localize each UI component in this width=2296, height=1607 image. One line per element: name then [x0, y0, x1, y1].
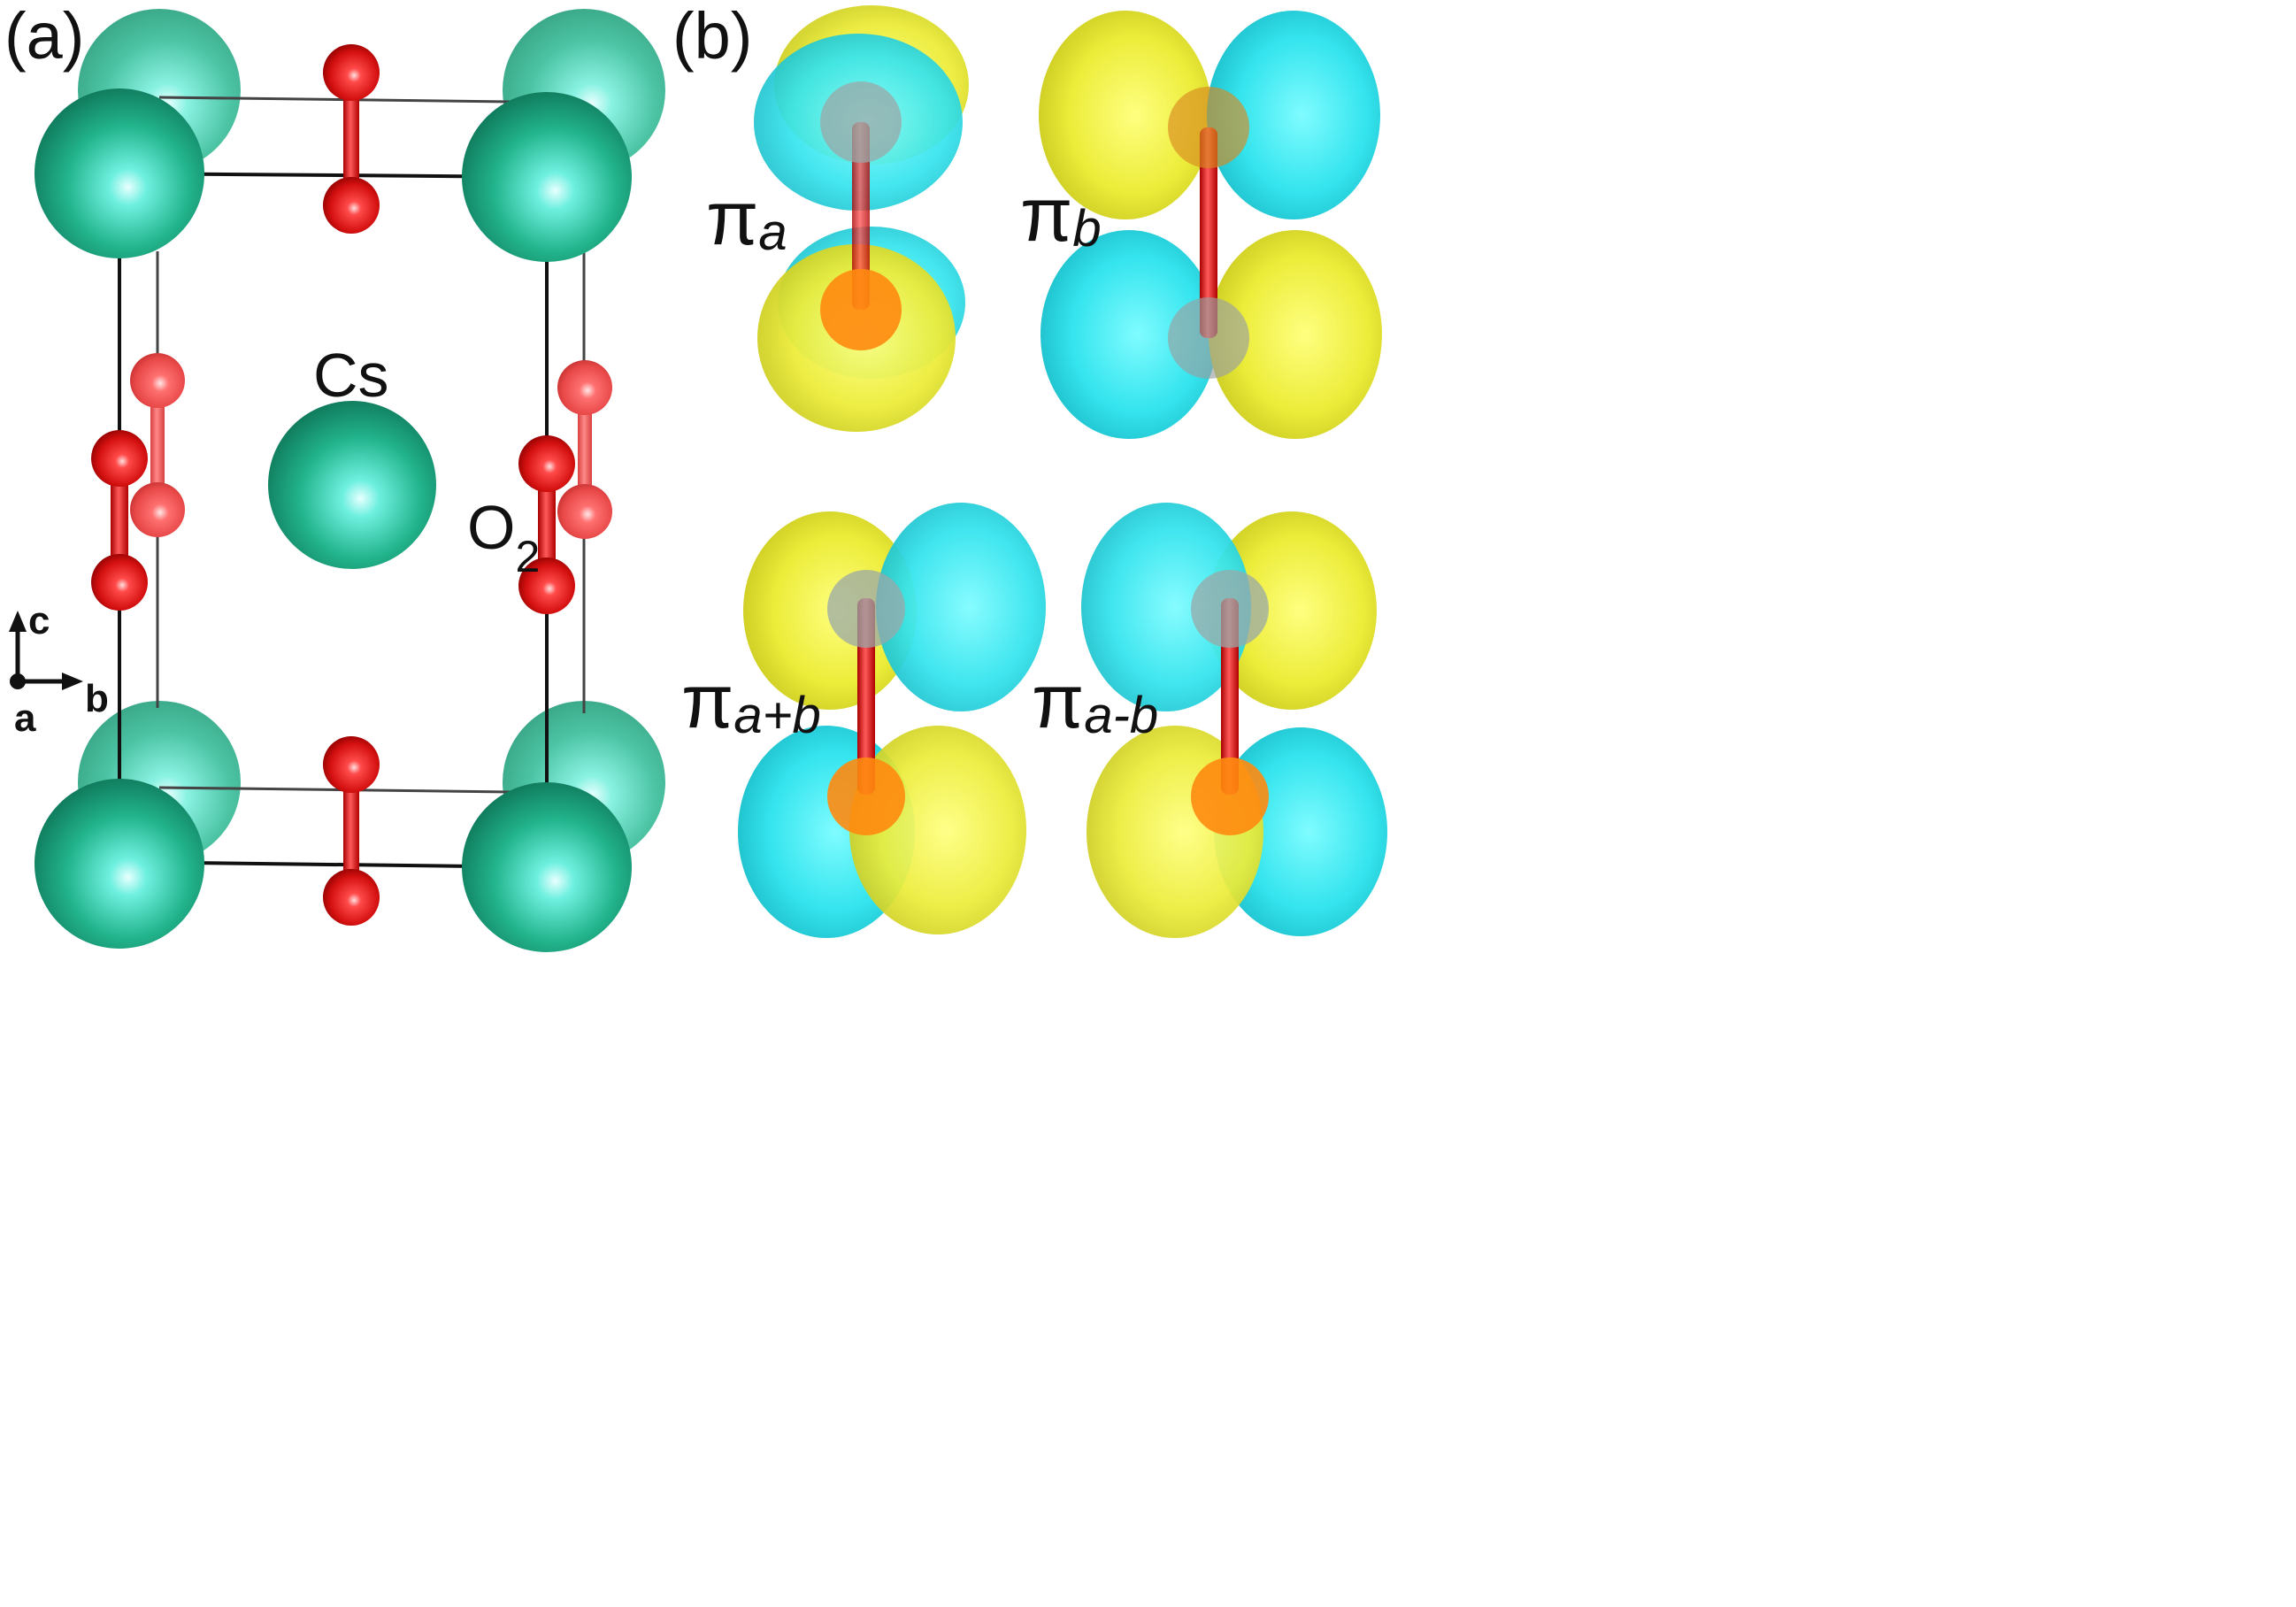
orbital-label-pi-a-minus-b-main: π: [1032, 659, 1084, 744]
orbital-label-pi-a-minus-b: πa-b: [1032, 659, 1158, 744]
panel-b-label: (b): [672, 0, 752, 73]
orbital-label-pi-a-sub: a: [758, 204, 787, 261]
orbital-pi-a-minus-b: [1081, 503, 1387, 938]
axis-a-dot: [10, 673, 26, 689]
axis-label-a: a: [14, 696, 36, 740]
o2-molecule-top: [323, 44, 380, 234]
cs-atom-center: [268, 401, 436, 569]
o2-molecule-bottom: [323, 736, 380, 926]
axis-label-c: c: [28, 599, 50, 642]
o2-molecule-back-left: [130, 353, 185, 537]
cs-atom-front-tr: [462, 92, 632, 262]
orbital-pi-b: [1039, 11, 1382, 439]
panel-b: (b): [672, 0, 1387, 938]
panel-a-label: (a): [4, 0, 84, 73]
front-cesium-atoms: [35, 88, 632, 952]
cs-atom-front-br: [462, 782, 632, 952]
orbital-label-pi-a-main: π: [706, 176, 758, 261]
cs-atom-front-bl: [35, 779, 204, 949]
orbital-label-pi-b: πb: [1020, 173, 1102, 258]
cs-atom-front-tl: [35, 88, 204, 258]
orbital-label-pi-a-minus-b-sub: a-b: [1084, 687, 1158, 744]
axis-indicator: c b a: [9, 599, 109, 740]
o2-label-sub: 2: [515, 532, 540, 581]
orbital-pi-a: [754, 5, 969, 432]
panel-a: (a) Cs O2 c b a: [4, 0, 665, 952]
orbital-label-pi-a: πa: [706, 176, 787, 261]
orbital-label-pi-a-plus-b-sub: a+b: [733, 687, 820, 744]
o2-label-main: O: [467, 493, 515, 562]
o2-molecule-front-left: [91, 430, 148, 611]
orbital-label-pi-b-main: π: [1020, 173, 1072, 258]
o2-label: O2: [467, 493, 540, 581]
axis-label-b: b: [85, 677, 109, 720]
orbital-label-pi-a-plus-b-main: π: [681, 659, 733, 744]
orbital-label-pi-a-plus-b: πa+b: [681, 659, 821, 744]
cs-label: Cs: [313, 341, 389, 410]
o2-molecule-back-right: [557, 360, 612, 539]
o2-molecule-front-right: [518, 435, 575, 614]
orbital-label-pi-b-sub: b: [1072, 200, 1101, 258]
orbital-pi-a-plus-b: [738, 503, 1046, 938]
